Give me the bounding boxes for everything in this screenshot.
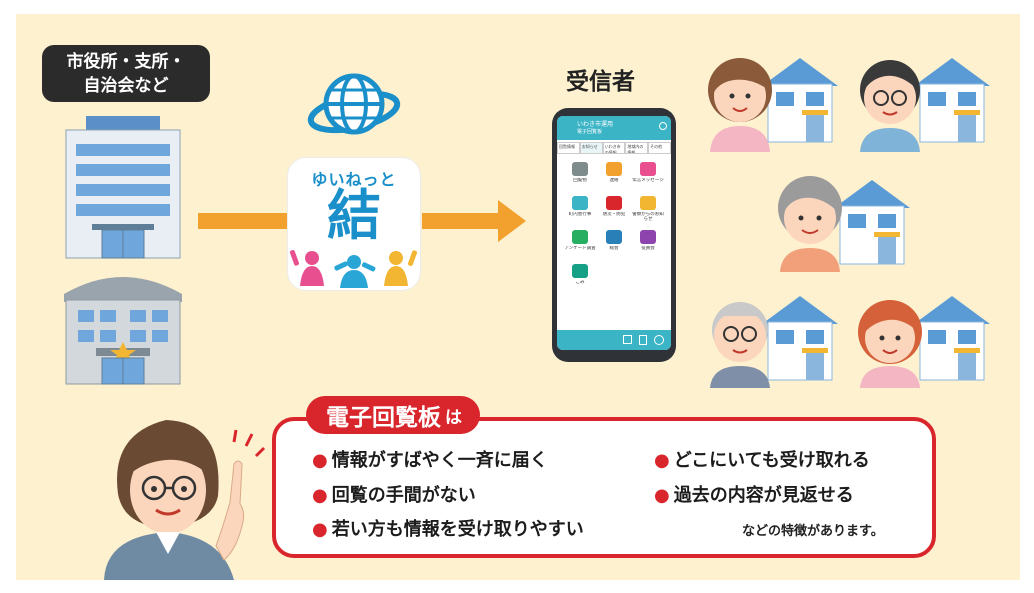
features-note: などの特徴があります。	[742, 524, 884, 539]
app-name-hiragana: ゆいねっと	[311, 170, 397, 189]
feature-text: 過去の内容が見返せる	[673, 485, 854, 506]
phone-tab-bar: 回覧情報 お知らせ いわき市の情報 地域内の情報 その他	[557, 142, 671, 154]
document-icon	[572, 162, 588, 176]
organization-label-line1: 市役所・支所・	[66, 51, 186, 72]
bullet-icon: ●	[654, 450, 670, 471]
phone-menu-item-label: 伝言メッセージ	[632, 178, 664, 183]
phone-menu-item[interactable]: 警察からのお知らせ	[631, 194, 665, 228]
phone-tab-0[interactable]: 回覧情報	[557, 142, 580, 154]
phone-header-title: いわき市運用	[577, 121, 614, 128]
phone-menu-item-label: 回覧物	[573, 178, 587, 183]
young-woman-avatar	[858, 300, 922, 388]
house-icon	[913, 295, 991, 381]
woman-avatar	[708, 58, 772, 152]
phone-menu-item-label: アンケート調査	[564, 246, 596, 251]
phone-tab-4[interactable]: その他	[648, 142, 671, 154]
phone-header-subtitle: 電子回覧板	[577, 129, 603, 135]
phone-menu-item-label: 町内会行事	[568, 212, 592, 217]
house-icon	[761, 295, 839, 381]
phone-menu-item[interactable]: 総会	[597, 228, 631, 262]
phone-screen: いわき市運用 電子回覧板 回覧情報 お知らせ いわき市の情報 地域内の情報 その…	[557, 116, 671, 350]
memo-icon	[640, 162, 656, 176]
phone-footer	[557, 330, 671, 350]
megaphone-icon	[606, 162, 622, 176]
phone-menu-grid: 回覧物 連絡 伝言メッセージ町内会行事 防災・防犯 警察からのお知らせアンケート調査 総会…	[563, 160, 665, 296]
smartphone: いわき市運用 電子回覧板 回覧情報 お知らせ いわき市の情報 地域内の情報 その…	[552, 108, 676, 362]
phone-tab-1[interactable]: お知らせ	[579, 142, 603, 154]
feature-item: ●どこにいても受け取れる	[654, 446, 870, 472]
organization-label-line2: 自治会など	[83, 75, 169, 96]
phone-menu-item[interactable]: アンケート調査	[563, 228, 597, 262]
phone-menu-item-label: 連絡	[609, 178, 619, 183]
branch-office-building-icon	[64, 277, 182, 385]
calendar-icon[interactable]	[623, 335, 632, 344]
feature-text: 回覧の手間がない	[331, 485, 476, 506]
house-icon	[913, 57, 991, 143]
meeting-icon	[606, 230, 622, 244]
city-office-building-icon	[65, 116, 181, 259]
left-arrow-icon	[198, 213, 294, 229]
feature-text: どこにいても受け取れる	[673, 450, 870, 471]
phone-menu-item[interactable]: 防災・防犯	[597, 194, 631, 228]
phone-tab-3[interactable]: 地域内の情報	[625, 142, 649, 154]
phone-menu-item-label: 警察からのお知らせ	[632, 212, 664, 222]
trash-icon	[572, 264, 588, 278]
house-icon	[761, 57, 839, 143]
phone-menu-item[interactable]: ごみ	[563, 262, 597, 296]
people-cheering-icon	[290, 250, 417, 288]
survey-icon	[572, 230, 588, 244]
event-icon	[572, 196, 588, 210]
app-name-kanji: 結	[327, 184, 381, 247]
feature-text: 情報がすばやく一斉に届く	[331, 450, 548, 471]
narrator-woman-pointing	[104, 420, 266, 580]
bullet-icon: ●	[312, 519, 328, 540]
bookmark-icon[interactable]	[639, 335, 647, 345]
right-arrow-icon	[422, 200, 526, 242]
app-icon: ゆいねっと 結	[288, 158, 420, 290]
callout-title-suffix: は	[445, 407, 462, 428]
chat-icon	[640, 196, 656, 210]
phone-menu-item[interactable]: 伝言メッセージ	[631, 160, 665, 194]
feature-text: 若い方も情報を受け取りやすい	[331, 519, 584, 540]
house-icon	[833, 179, 911, 265]
elderly-man-glasses-avatar	[710, 302, 770, 388]
feature-item: ●過去の内容が見返せる	[654, 481, 854, 507]
receivers-title: 受信者	[566, 69, 635, 95]
globe-icon	[307, 73, 401, 135]
phone-tab-2[interactable]: いわき市の情報	[602, 142, 626, 154]
phone-menu-item[interactable]: 連絡	[597, 160, 631, 194]
organization-label: 市役所・支所・ 自治会など	[42, 45, 210, 102]
phone-menu-item-label: 防災・防犯	[602, 212, 626, 217]
gear-icon[interactable]	[659, 122, 667, 130]
phone-menu-item-label: 役員会	[641, 246, 655, 251]
phone-menu-item[interactable]: 回覧物	[563, 160, 597, 194]
phone-header: いわき市運用 電子回覧板	[557, 116, 671, 140]
receivers-group	[708, 57, 991, 388]
feature-item: ●若い方も情報を受け取りやすい	[312, 515, 584, 541]
phone-menu-item-label: ごみ	[575, 280, 585, 285]
bullet-icon: ●	[312, 450, 328, 471]
callout-title: 電子回覧板	[326, 405, 441, 431]
alert-icon	[606, 196, 622, 210]
elderly-woman-avatar	[778, 176, 842, 272]
phone-menu-item[interactable]: 役員会	[631, 228, 665, 262]
features-callout	[272, 417, 936, 558]
man-glasses-avatar	[860, 60, 920, 152]
feature-item: ●情報がすばやく一斉に届く	[312, 446, 548, 472]
board-icon	[640, 230, 656, 244]
phone-menu-item[interactable]: 町内会行事	[563, 194, 597, 228]
feature-item: ●回覧の手間がない	[312, 481, 476, 507]
bullet-icon: ●	[312, 485, 328, 506]
refresh-icon[interactable]	[654, 335, 664, 345]
phone-menu-item-label: 総会	[609, 246, 619, 251]
callout-title-badge: 電子回覧板 は	[306, 396, 480, 434]
bullet-icon: ●	[654, 485, 670, 506]
